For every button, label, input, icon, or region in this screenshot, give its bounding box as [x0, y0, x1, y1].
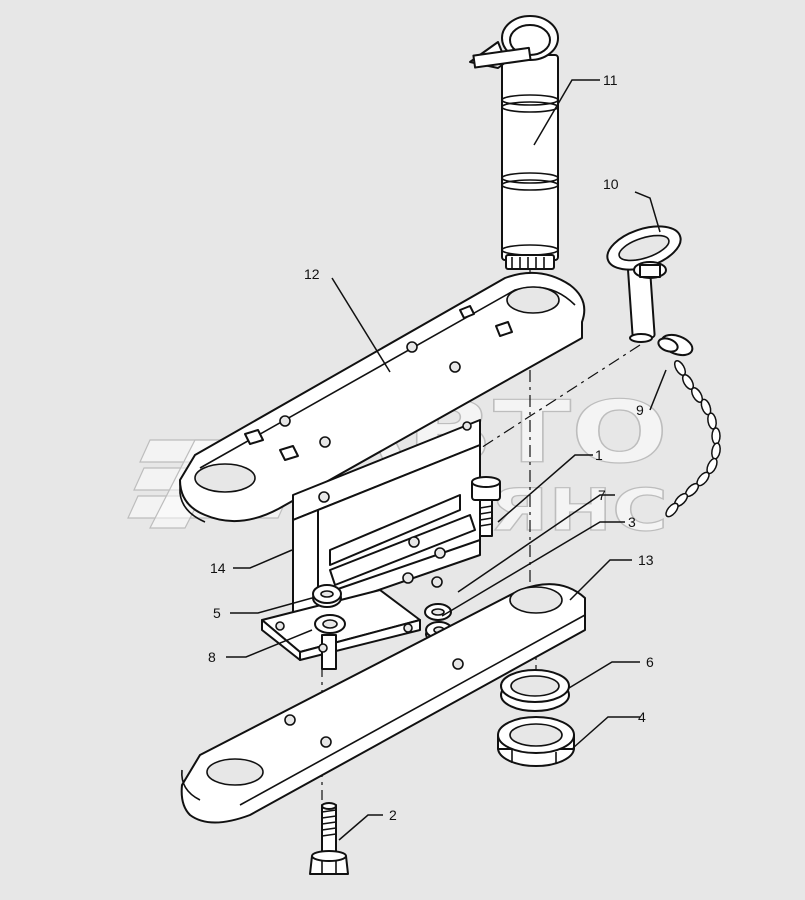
upper-plate	[179, 271, 586, 523]
callout-11: 11	[603, 72, 618, 88]
lock-pin	[606, 225, 682, 343]
callout-6: 6	[646, 654, 654, 670]
callout-3: 3	[628, 514, 636, 530]
slotted-nut	[497, 716, 575, 767]
callout-14: 14	[210, 560, 226, 576]
leader-lines	[226, 79, 667, 841]
frame-bracket	[292, 419, 481, 626]
callouts: 11 10 12 9 1 7 3 13 14 5 8 6 4 2	[208, 72, 654, 823]
callout-9: 9	[636, 402, 644, 418]
callout-1: 1	[595, 447, 603, 463]
callout-8: 8	[208, 649, 216, 665]
lower-plate	[180, 583, 586, 824]
callout-2: 2	[389, 807, 397, 823]
main-pin	[469, 15, 559, 270]
callout-12: 12	[304, 266, 320, 282]
callout-5: 5	[213, 605, 221, 621]
bolt-upper	[471, 476, 501, 537]
callout-10: 10	[603, 176, 619, 192]
callout-4: 4	[638, 709, 646, 725]
spacer-ring	[500, 669, 570, 712]
callout-7: 7	[598, 487, 606, 503]
chain	[657, 333, 721, 518]
bolt-lower	[309, 802, 349, 875]
callout-13: 13	[638, 552, 654, 568]
nut-washer-left	[312, 584, 346, 634]
